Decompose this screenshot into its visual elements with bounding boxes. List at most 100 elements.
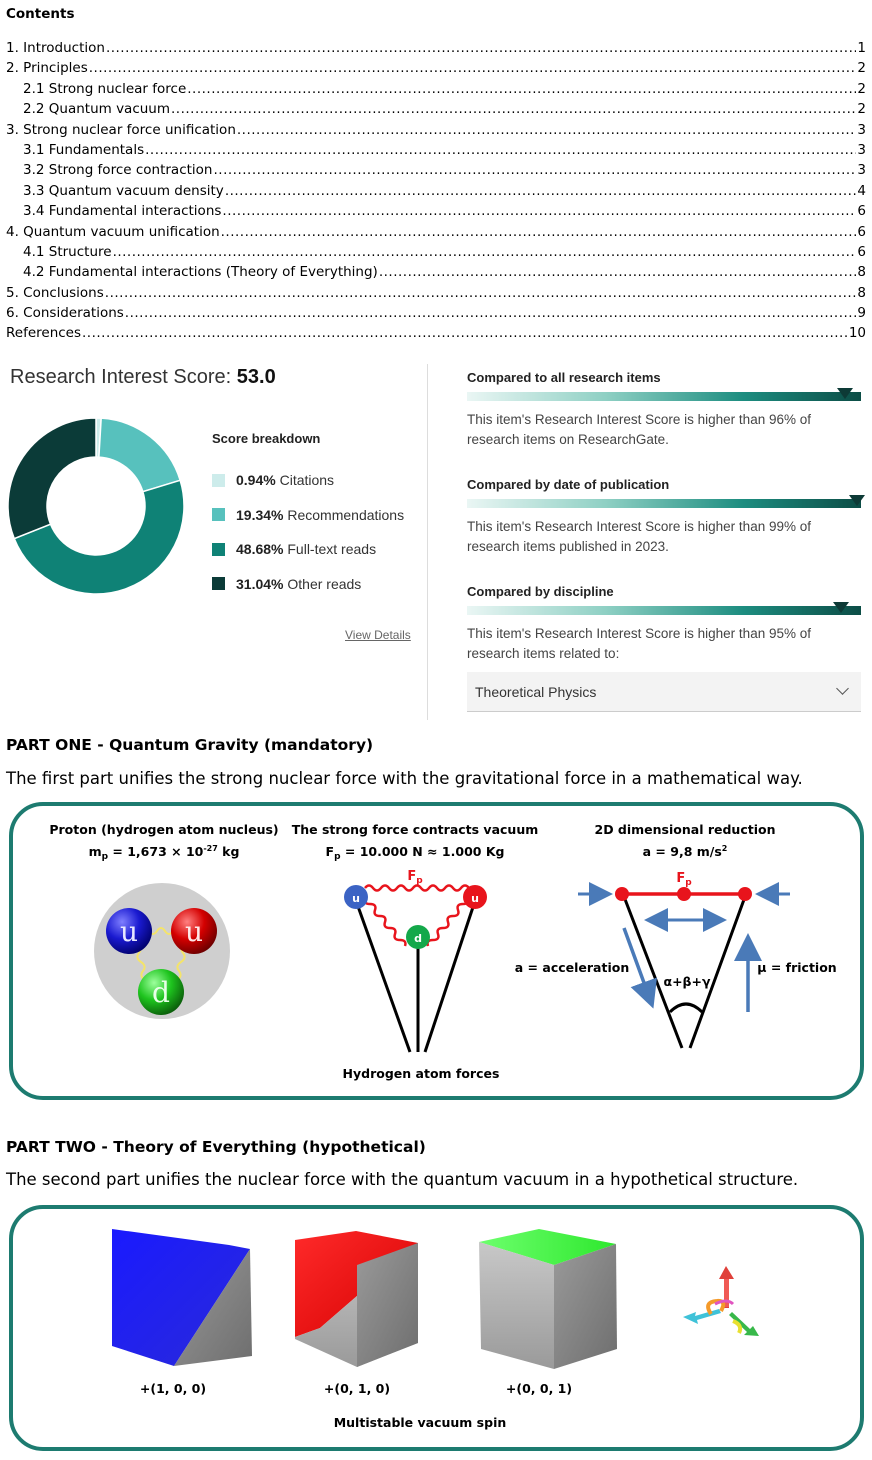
toc-entry[interactable]: 4.2 Fundamental interactions (Theory of …: [6, 264, 866, 284]
fig1-formula: mp = 1,673 × 10-27 kg: [89, 844, 240, 862]
up-quark-blue: [106, 908, 152, 954]
percentile-marker-icon: [837, 388, 854, 399]
gluon-spring: [364, 884, 478, 892]
toc-entry-page: 6: [857, 203, 866, 220]
percentile-marker-icon: [849, 495, 866, 506]
percentile-bar: [467, 602, 861, 615]
force-line: [423, 897, 478, 1053]
comparison-heading: Compared to all research items: [467, 370, 661, 385]
fig1-title: Proton (hydrogen atom nucleus): [49, 822, 278, 837]
toc-leader-dots: [171, 101, 856, 117]
toc-leader-dots: [145, 142, 856, 158]
up-quark-red: [171, 908, 217, 954]
toc-leader-dots: [89, 60, 857, 76]
friction-label: µ = friction: [757, 960, 836, 975]
toc-entry-title: 4.2 Fundamental interactions (Theory of …: [23, 264, 378, 281]
toc-entry[interactable]: 4. Quantum vacuum unification6: [6, 224, 866, 244]
legend-percent: 31.04%: [236, 575, 284, 592]
toc-leader-dots: [213, 162, 856, 178]
percentile-bar: [467, 495, 866, 508]
toc-entry[interactable]: 2.1 Strong nuclear force2: [6, 81, 866, 101]
fig2-formula: Fp = 10.000 N ≈ 1.000 Kg: [326, 844, 505, 862]
toc-leader-dots: [187, 81, 856, 97]
legend-swatch: [212, 577, 225, 591]
part-two-caption: Multistable vacuum spin: [334, 1415, 507, 1430]
toc-entry[interactable]: 3.4 Fundamental interactions6: [6, 203, 866, 223]
force-line: [621, 893, 684, 1049]
toc-entry-title: 2. Principles: [6, 60, 88, 77]
toc-entry[interactable]: 5. Conclusions8: [6, 285, 866, 305]
toc-entry-page: 1: [857, 40, 866, 56]
toc-entry[interactable]: 2. Principles 2: [6, 60, 866, 80]
fig2-caption: Hydrogen atom forces: [343, 1066, 500, 1081]
angle-arc: [668, 1002, 704, 1014]
legend-item: 48.68% Full-text reads: [212, 532, 404, 567]
toc-entry-title: 6. Considerations: [6, 305, 124, 322]
part-two-text: The second part unifies the nuclear forc…: [6, 1170, 799, 1189]
toc-leader-dots: [379, 264, 857, 280]
toc-entry[interactable]: References10: [6, 325, 866, 345]
fp-label: Fp: [407, 869, 423, 886]
gluon-spring: [426, 897, 470, 947]
score-label: Research Interest Score:: [10, 366, 237, 388]
toc-entry-title: 3.3 Quantum vacuum density: [23, 182, 224, 199]
research-interest-panel: Research Interest Score: 53.0 Score brea…: [0, 350, 872, 722]
comparison-heading: Compared by date of publication: [467, 477, 670, 492]
toc-entry-title: 4. Quantum vacuum unification: [6, 223, 220, 240]
fig3-formula: a = 9,8 m/s2: [643, 844, 728, 859]
donut-slice: [8, 418, 97, 540]
part-two-heading: PART TWO - Theory of Everything (hypothe…: [6, 1138, 426, 1156]
toc-entry[interactable]: 3.3 Quantum vacuum density 4: [6, 183, 866, 203]
toc-entry-page: 3: [857, 121, 866, 138]
view-details-link[interactable]: View Details: [345, 628, 411, 642]
force-node: [738, 887, 752, 901]
legend-swatch: [212, 473, 225, 487]
toc-entry[interactable]: 3.2 Strong force contraction3: [6, 162, 866, 182]
quark-label: u: [352, 892, 360, 905]
toc-entry-page: 8: [857, 264, 866, 281]
cube-label: +(0, 0, 1): [506, 1381, 572, 1396]
toc-entry-title: 2.2 Quantum vacuum: [23, 101, 171, 118]
down-quark-node: [406, 925, 430, 949]
quark-label: d: [414, 932, 422, 945]
toc-entry[interactable]: 3.1 Fundamentals3: [6, 142, 866, 162]
toc-entry-page: 9: [857, 305, 866, 322]
legend-item: 0.94% Citations: [212, 463, 404, 498]
part-two-figure: +(1, 0, 0) +(0, 1, 0) +(0, 0, 1) Multist…: [9, 1205, 864, 1451]
toc-leader-dots: [225, 183, 857, 199]
toc-leader-dots: [125, 305, 857, 321]
legend-swatch: [212, 542, 225, 556]
cube-green: [479, 1229, 617, 1369]
comparison-text: This item's Research Interest Score is h…: [467, 412, 811, 447]
toc-list: 1. Introduction12. Principles22.1 Strong…: [6, 40, 866, 346]
toc-leader-dots: [221, 224, 857, 240]
arrow-down-icon: [622, 927, 657, 1009]
toc-entry-page: 3: [857, 141, 866, 158]
cube-label: +(0, 1, 0): [324, 1381, 390, 1396]
part-one-diagram: Proton (hydrogen atom nucleus) mp = 1,67…: [49, 822, 836, 1081]
toc-leader-dots: [105, 285, 857, 301]
toc-entry[interactable]: 4.1 Structure6: [6, 244, 866, 264]
discipline-select[interactable]: Theoretical Physics: [467, 672, 861, 712]
toc-entry-page: 2: [857, 60, 866, 77]
toc-entry-page: 4: [857, 182, 866, 199]
quark-label: u: [471, 892, 479, 905]
donut-slice: [13, 479, 184, 594]
part-two-diagram: +(1, 0, 0) +(0, 1, 0) +(0, 0, 1) Multist…: [112, 1229, 759, 1430]
toc-entry[interactable]: 3. Strong nuclear force unification3: [6, 122, 866, 142]
legend-percent: 19.34%: [236, 506, 284, 523]
comparison-heading: Compared by discipline: [467, 584, 614, 599]
legend-label: Recommendations: [283, 506, 405, 523]
toc-entry[interactable]: 1. Introduction1: [6, 40, 866, 60]
quark-label: d: [152, 976, 170, 1009]
toc-entry[interactable]: 2.2 Quantum vacuum 2: [6, 101, 866, 121]
cube-red: [295, 1231, 418, 1367]
toc-entry[interactable]: 6. Considerations 9: [6, 305, 866, 325]
force-line: [688, 893, 748, 1049]
quark-label: u: [185, 915, 203, 948]
fp-label: Fp: [676, 871, 692, 888]
score-value: 53.0: [236, 366, 276, 388]
chevron-down-icon: [836, 682, 849, 695]
toc-entry-page: 2: [857, 101, 866, 118]
